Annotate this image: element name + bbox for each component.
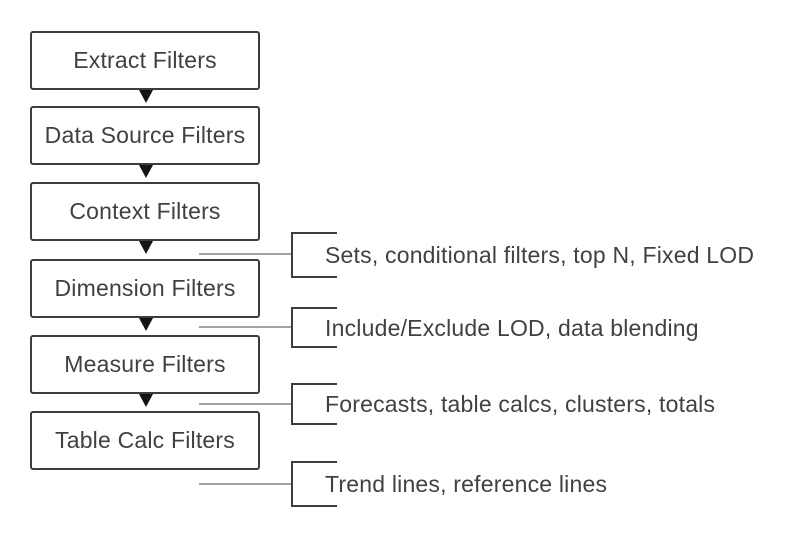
connector-line — [199, 326, 292, 328]
down-arrow-icon — [139, 241, 153, 254]
flow-box-dimension-filters: Dimension Filters — [30, 259, 260, 318]
down-arrow-icon — [139, 394, 153, 407]
down-arrow-icon — [139, 318, 153, 331]
connector-line — [199, 483, 292, 485]
flow-box-context-filters: Context Filters — [30, 182, 260, 241]
annotation-label-measure: Include/Exclude LOD, data blending — [325, 315, 699, 341]
annotation-bracket — [291, 232, 337, 278]
flow-box-measure-filters: Measure Filters — [30, 335, 260, 394]
annotation-label-table-calc: Forecasts, table calcs, clusters, totals — [325, 391, 716, 417]
annotation-label-trend: Trend lines, reference lines — [325, 471, 608, 497]
flow-box-table-calc-filters: Table Calc Filters — [30, 411, 260, 470]
flow-box-data-source-filters: Data Source Filters — [30, 106, 260, 165]
annotation-bracket — [291, 307, 337, 348]
annotation-bracket — [291, 461, 337, 507]
annotation-label-dimension: Sets, conditional filters, top N, Fixed … — [325, 242, 755, 268]
connector-line — [199, 403, 292, 405]
flow-box-extract-filters: Extract Filters — [30, 31, 260, 90]
down-arrow-icon — [139, 90, 153, 103]
down-arrow-icon — [139, 165, 153, 178]
connector-line — [199, 253, 292, 255]
annotation-bracket — [291, 383, 337, 425]
